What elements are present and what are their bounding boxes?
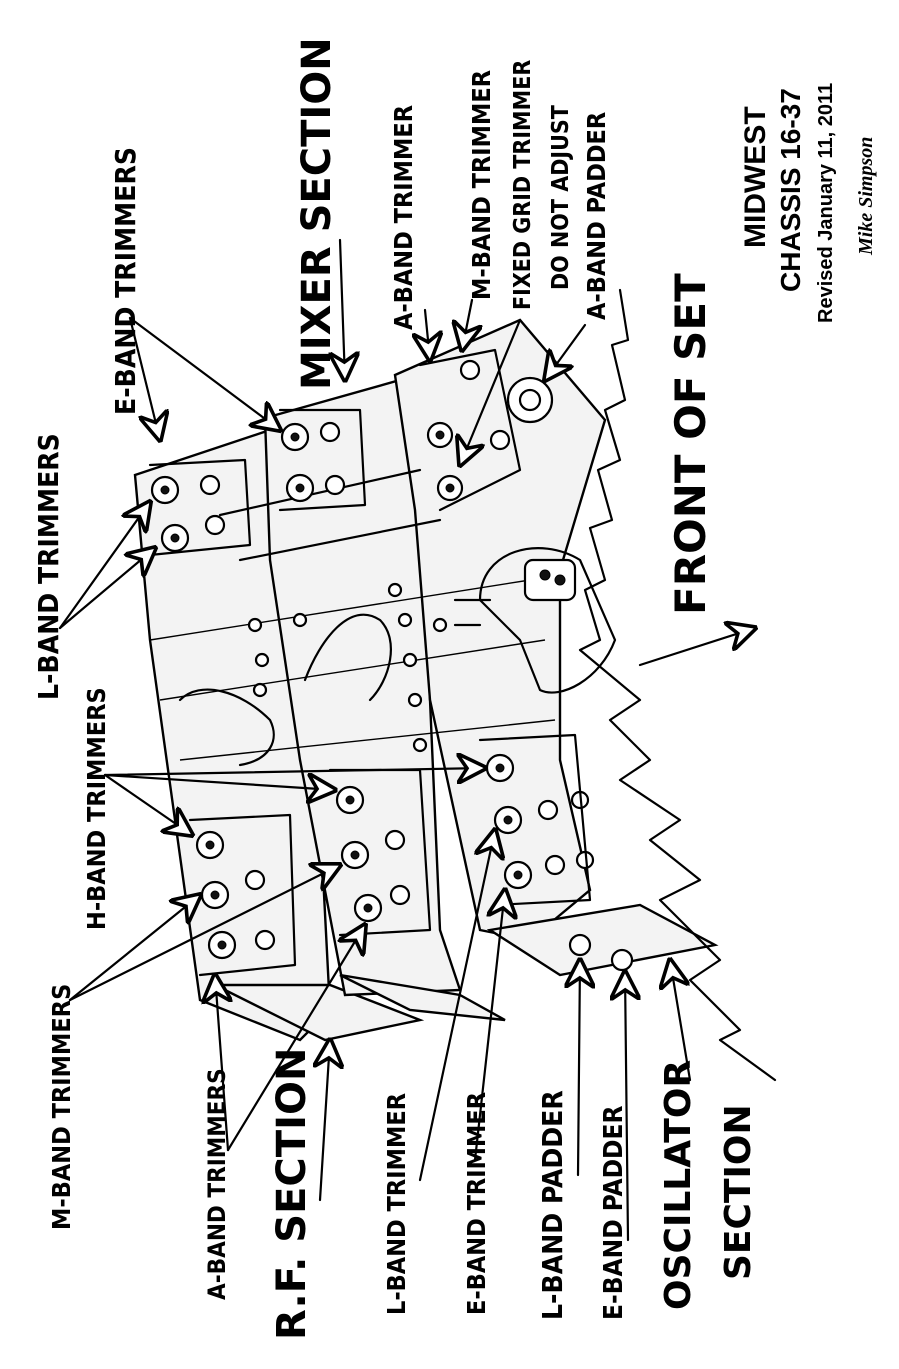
label-m-band-trimmer-top: M-BAND TRIMMER	[467, 70, 496, 300]
break-line	[578, 288, 777, 1082]
label-e-band-trimmers-top: E-BAND TRIMMERS	[109, 147, 142, 415]
chassis-drawing	[133, 288, 777, 1082]
label-mixer-section: MIXER SECTION	[294, 37, 340, 390]
label-l-band-trimmers-top: L-BAND TRIMMERS	[32, 433, 65, 700]
dial-drive	[453, 547, 617, 694]
label-h-band-trimmers: H-BAND TRIMMERS	[82, 687, 111, 930]
title-line2: CHASSIS 16-37	[775, 88, 806, 292]
title-line1: MIDWEST	[739, 106, 772, 248]
title-line3: Revised January 11, 2011	[815, 83, 837, 323]
mixer-oscillator-top-cluster	[418, 348, 554, 512]
label-rf-section: R.F. SECTION	[269, 1048, 315, 1340]
label-a-band-padder-top: A-BAND PADDER	[582, 112, 611, 320]
label-a-band-trimmer-top: A-BAND TRIMMER	[389, 105, 418, 330]
label-front-of-set: FRONT OF SET	[666, 273, 715, 615]
bottom-trimmer-clusters	[188, 733, 634, 977]
label-do-not-adjust: DO NOT ADJUST	[548, 105, 574, 290]
labels: L-BAND TRIMMERS E-BAND TRIMMERS MIXER SE…	[32, 37, 759, 1340]
label-e-band-trimmer-bottom: E-BAND TRIMMER	[462, 1092, 491, 1315]
leader-lines	[58, 238, 755, 1242]
oscillator-section-board	[393, 318, 719, 977]
top-trimmer-cluster	[148, 408, 367, 557]
label-m-band-trimmers: M-BAND TRIMMERS	[47, 984, 76, 1230]
label-oscillator-section-line2: SECTION	[718, 1104, 759, 1280]
label-e-band-padder: E-BAND PADDER	[599, 1106, 629, 1320]
label-a-band-trimmers: A-BAND TRIMMERS	[203, 1068, 231, 1300]
gang-shaft	[178, 582, 448, 767]
label-l-band-trimmer-bottom: L-BAND TRIMMER	[382, 1093, 411, 1315]
label-fixed-grid-trimmer: FIXED GRID TRIMMER	[510, 60, 536, 310]
label-l-band-padder: L-BAND PADDER	[536, 1090, 569, 1320]
signature: Mike Simpson	[855, 137, 877, 256]
title-block: MIDWEST CHASSIS 16-37 Revised January 11…	[739, 83, 877, 323]
label-oscillator-section-line1: OSCILLATOR	[658, 1060, 699, 1310]
